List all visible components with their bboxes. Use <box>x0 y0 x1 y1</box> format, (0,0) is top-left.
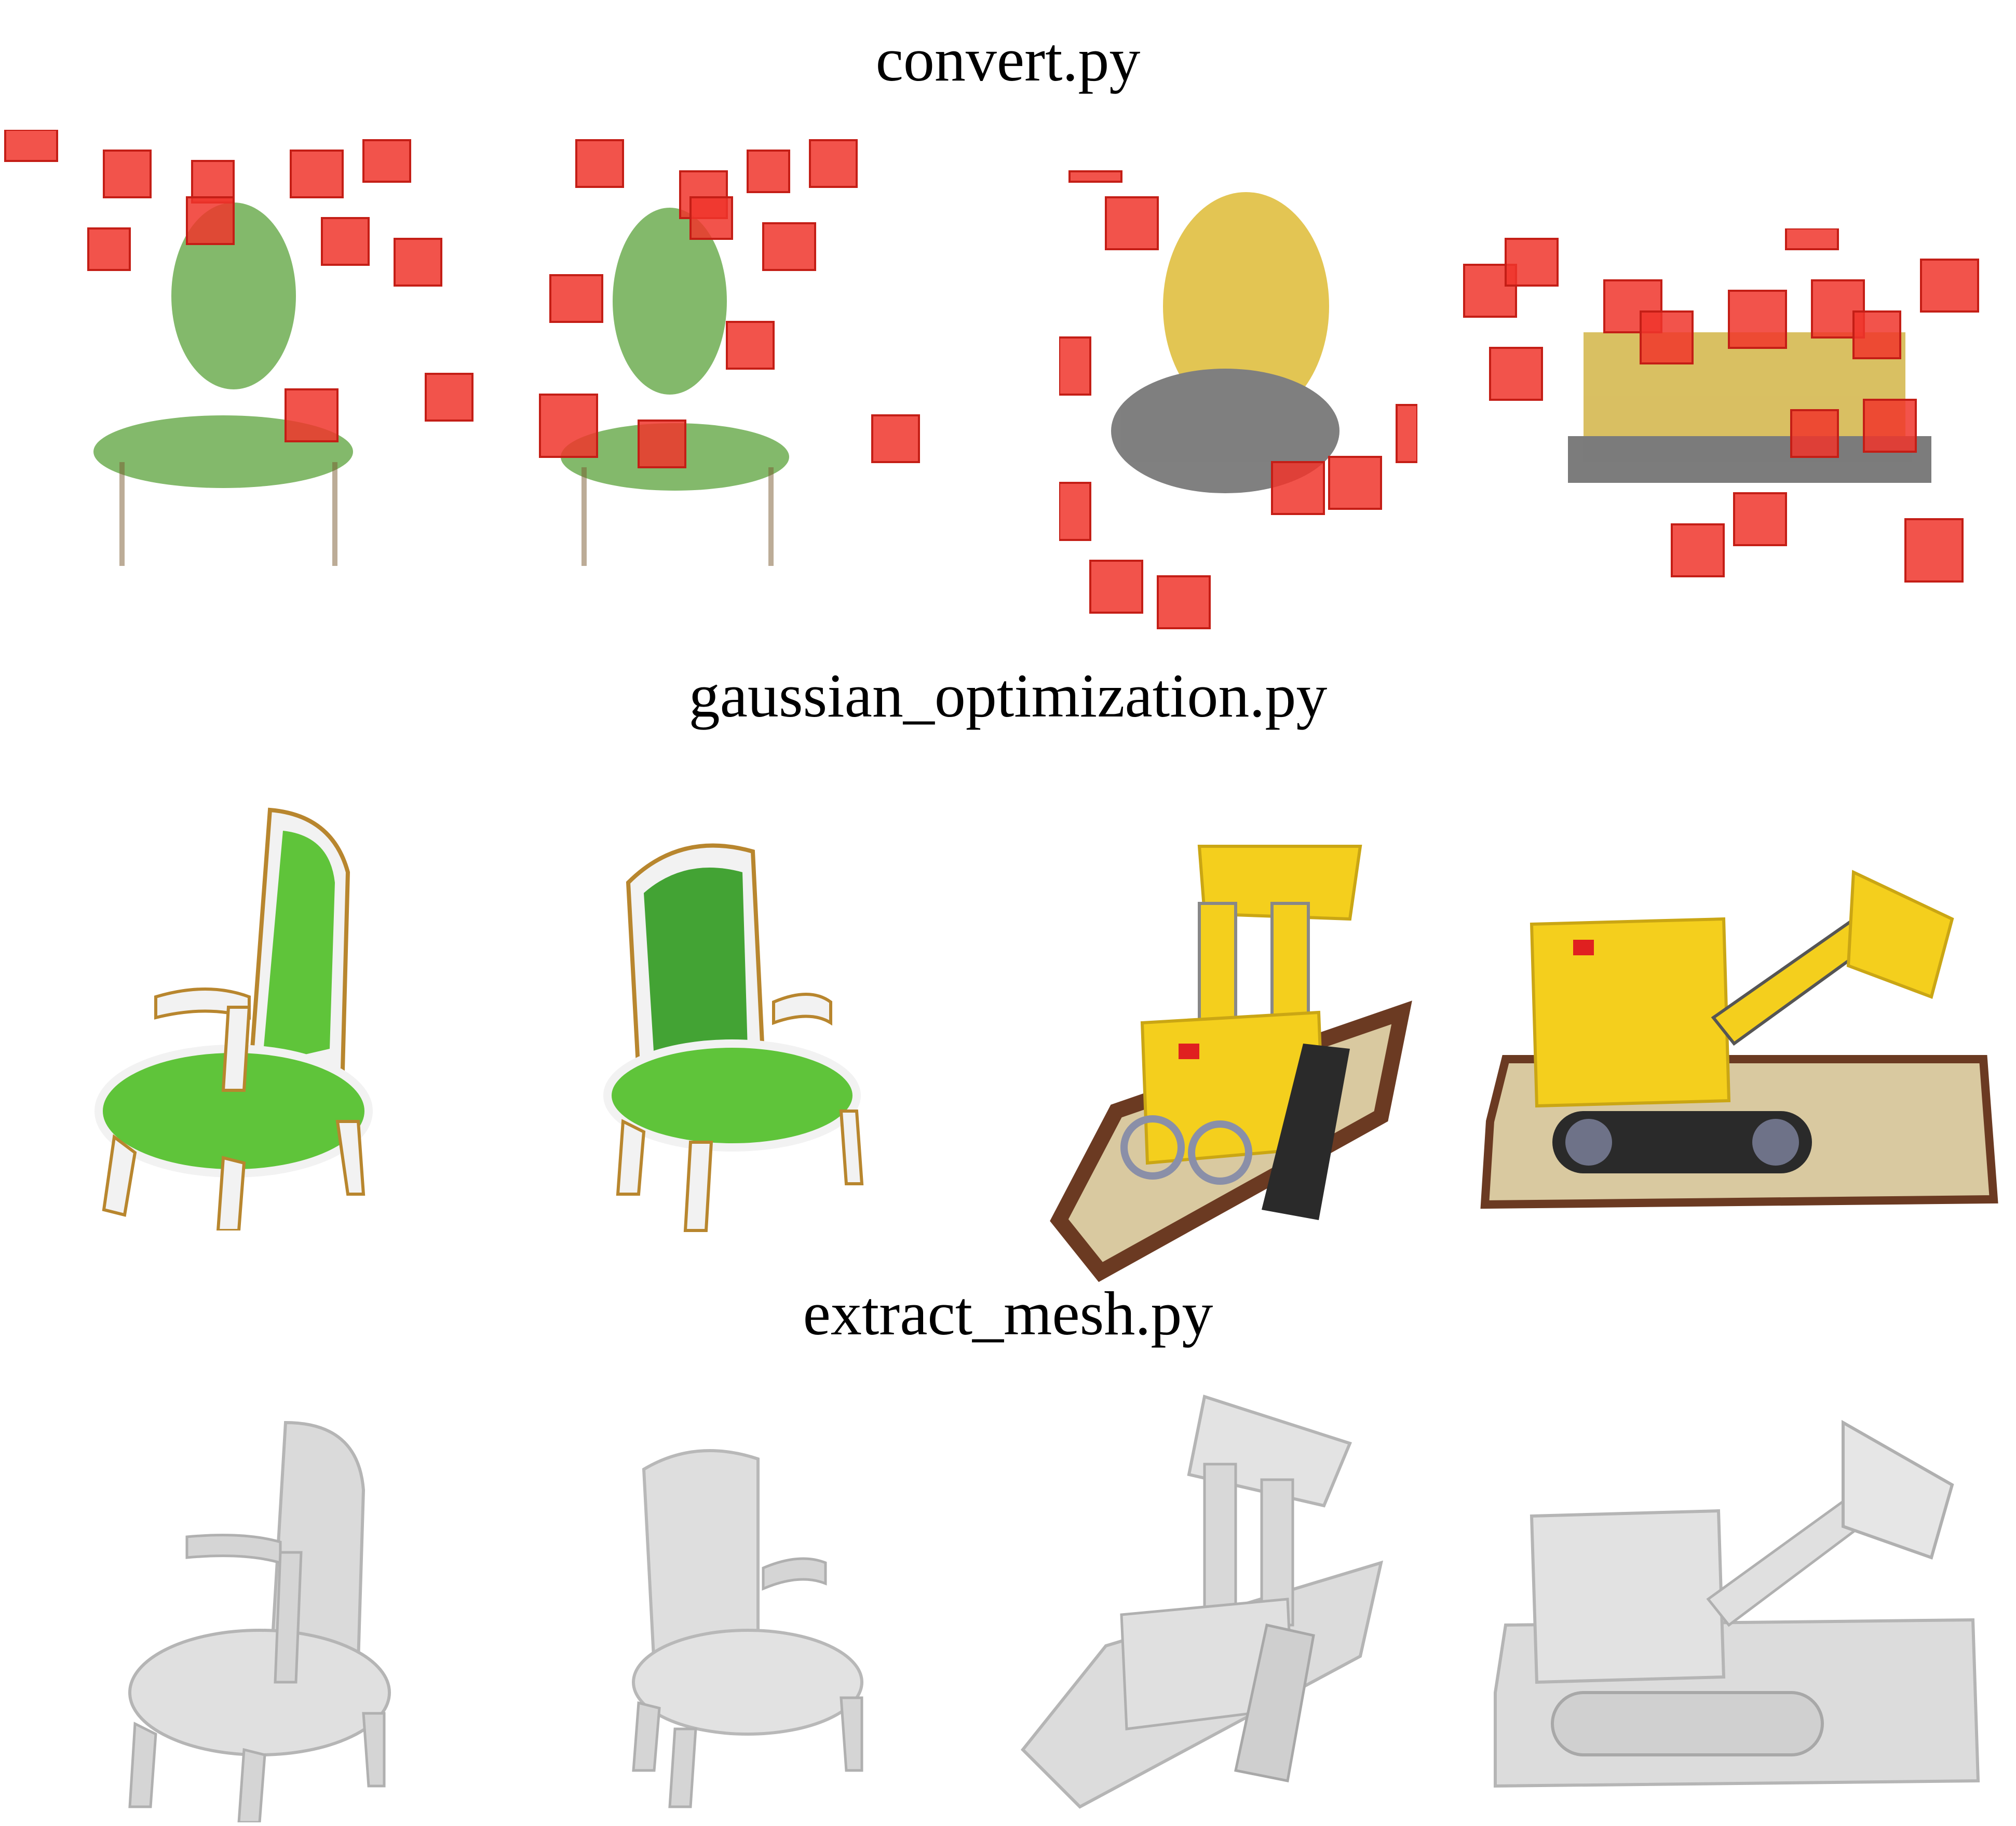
chair-render-view-1 <box>93 800 395 1230</box>
lego-mesh-2-graphic <box>1494 1419 1980 1788</box>
lego-render-1-graphic <box>1050 845 1412 1282</box>
section-title-convert: convert.py <box>875 25 1141 94</box>
lego-render-view-2 <box>1454 862 2004 1246</box>
chair-pointcloud-view-2 <box>519 130 935 607</box>
lego-mesh-view-1 <box>1018 1386 1391 1812</box>
chair-mesh-1-graphic <box>128 1421 391 1822</box>
section-title-extract-mesh: extract_mesh.py <box>803 1279 1213 1348</box>
lego-pointcloud-1-graphic <box>1059 170 1417 629</box>
lego-mesh-1-graphic <box>1020 1395 1384 1809</box>
chair-pointcloud-2-graphic <box>539 139 920 566</box>
lego-render-2-graphic <box>1480 870 1998 1209</box>
chair-pointcloud-1-graphic <box>4 130 473 566</box>
chair-render-view-2 <box>597 831 867 1236</box>
lego-pointcloud-2-graphic <box>1463 228 1979 583</box>
chair-pointcloud-view-1 <box>0 130 478 607</box>
lego-pointcloud-view-1 <box>1059 130 1417 639</box>
chair-mesh-2-graphic <box>632 1449 863 1808</box>
chair-render-2-graphic <box>603 843 864 1232</box>
lego-pointcloud-view-2 <box>1454 228 2014 592</box>
chair-mesh-view-2 <box>623 1438 872 1812</box>
lego-render-view-1 <box>1028 826 1443 1293</box>
section-title-gaussian-optimization: gaussian_optimization.py <box>688 661 1328 730</box>
chair-render-1-graphic <box>94 807 373 1230</box>
chair-mesh-view-1 <box>125 1412 415 1822</box>
lego-mesh-view-2 <box>1485 1402 1983 1812</box>
